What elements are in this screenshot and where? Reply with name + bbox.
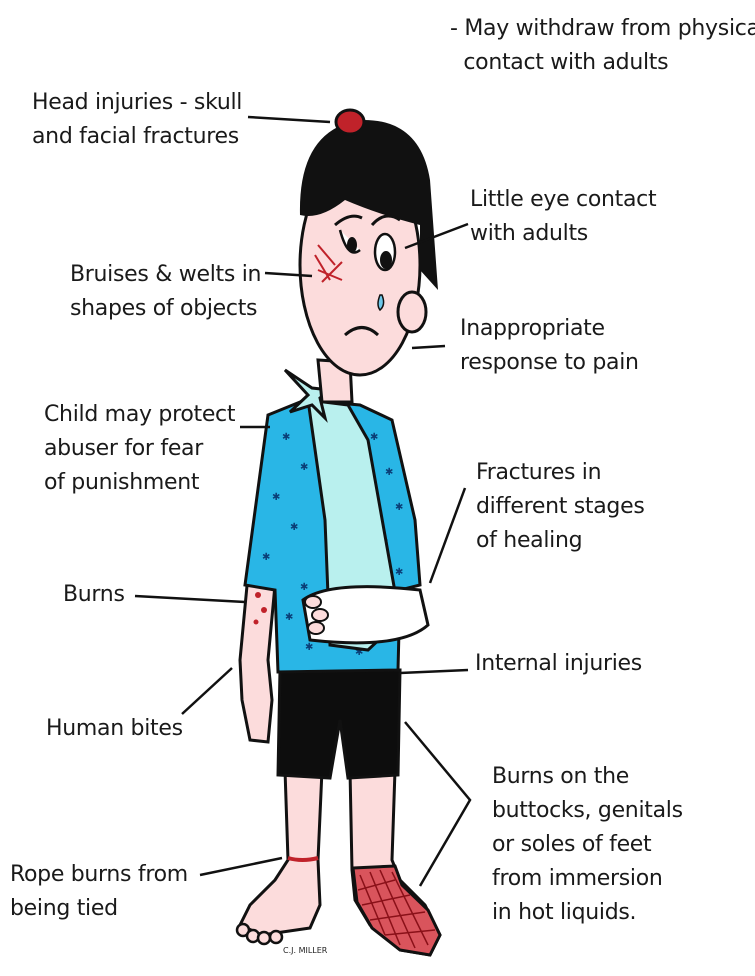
label-withdraw: - May withdraw from physical contact wit… [450, 12, 755, 80]
svg-text:✱: ✱ [300, 462, 308, 473]
svg-text:✱: ✱ [395, 502, 403, 513]
left-leg [240, 770, 322, 935]
label-eye-contact: Little eye contact with adults [470, 183, 656, 251]
svg-text:✱: ✱ [285, 612, 293, 623]
svg-text:✱: ✱ [262, 552, 270, 563]
label-pain-response: Inappropriate response to pain [460, 312, 639, 380]
label-head-injuries: Head injuries - skull and facial fractur… [32, 86, 242, 154]
rope-burn [288, 858, 318, 860]
artist-signature: C.J. MILLER [283, 946, 327, 955]
tear [378, 295, 384, 310]
svg-text:✱: ✱ [395, 567, 403, 578]
label-burns-immersion: Burns on the buttocks, genitals or soles… [492, 760, 683, 930]
label-protect-abuser: Child may protect abuser for fear of pun… [44, 398, 235, 500]
svg-text:✱: ✱ [305, 642, 313, 653]
svg-text:✱: ✱ [385, 467, 393, 478]
left-arm [240, 575, 275, 742]
svg-text:✱: ✱ [290, 522, 298, 533]
label-human-bites: Human bites [46, 712, 183, 746]
label-rope-burns: Rope burns from being tied [10, 858, 188, 926]
label-fractures: Fractures in different stages of healing [476, 456, 645, 558]
svg-text:✱: ✱ [282, 432, 290, 443]
label-bruises: Bruises & welts in shapes of objects [70, 258, 261, 326]
svg-text:✱: ✱ [272, 492, 280, 503]
label-burns: Burns [63, 578, 125, 612]
svg-text:✱: ✱ [300, 582, 308, 593]
svg-text:✱: ✱ [370, 432, 378, 443]
shorts [278, 670, 400, 778]
label-internal-injuries: Internal injuries [475, 647, 642, 681]
